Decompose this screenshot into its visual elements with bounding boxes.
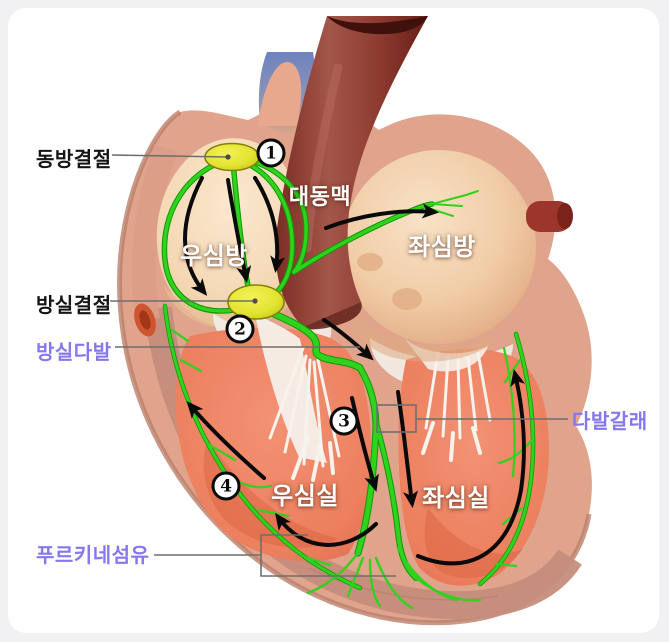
label-bundle-branches: 다발갈래 [572,411,648,433]
superior-vena-cava [258,52,317,134]
chordae-tendineae [255,314,492,482]
right-ventricle-shape [175,327,372,562]
label-right-ventricle: 우심실 [271,483,339,510]
pulmonary-vein-stub [526,201,573,232]
heart-body [117,95,592,626]
label-left-ventricle: 좌심실 [422,485,490,512]
label-av-node: 방실결절 [36,295,112,317]
sa-node-shape [204,142,260,172]
coronary-vessel-cut [134,303,156,337]
left-ventricle-shape [398,348,549,586]
label-purkinje-fibers: 푸르키네섬유 [36,545,150,567]
leader-lines [110,154,568,577]
right-atrium-shape [156,138,304,329]
step-marker-3: 3 [329,406,359,436]
label-left-atrium: 좌심방 [408,234,476,261]
diagram-card: 동방결절 방실결절 방실다발 푸르키네섬유 다발갈래 대동맥 우심방 좌심방 우… [8,8,659,633]
label-aorta: 대동맥 [288,184,352,209]
aortic-root-tissue [258,62,302,126]
step-marker-1: 1 [256,138,286,168]
label-right-atrium: 우심방 [180,243,248,270]
step-marker-2: 2 [225,314,255,344]
label-av-bundle: 방실다발 [36,342,112,364]
conduction-pathways [161,154,536,610]
label-sa-node: 동방결절 [36,149,112,171]
aorta-vessel [275,16,428,330]
step-marker-4: 4 [211,471,241,501]
valve-rings [213,313,513,389]
purkinje-bracket [260,534,396,577]
bundle-branch-bracket [376,404,417,433]
